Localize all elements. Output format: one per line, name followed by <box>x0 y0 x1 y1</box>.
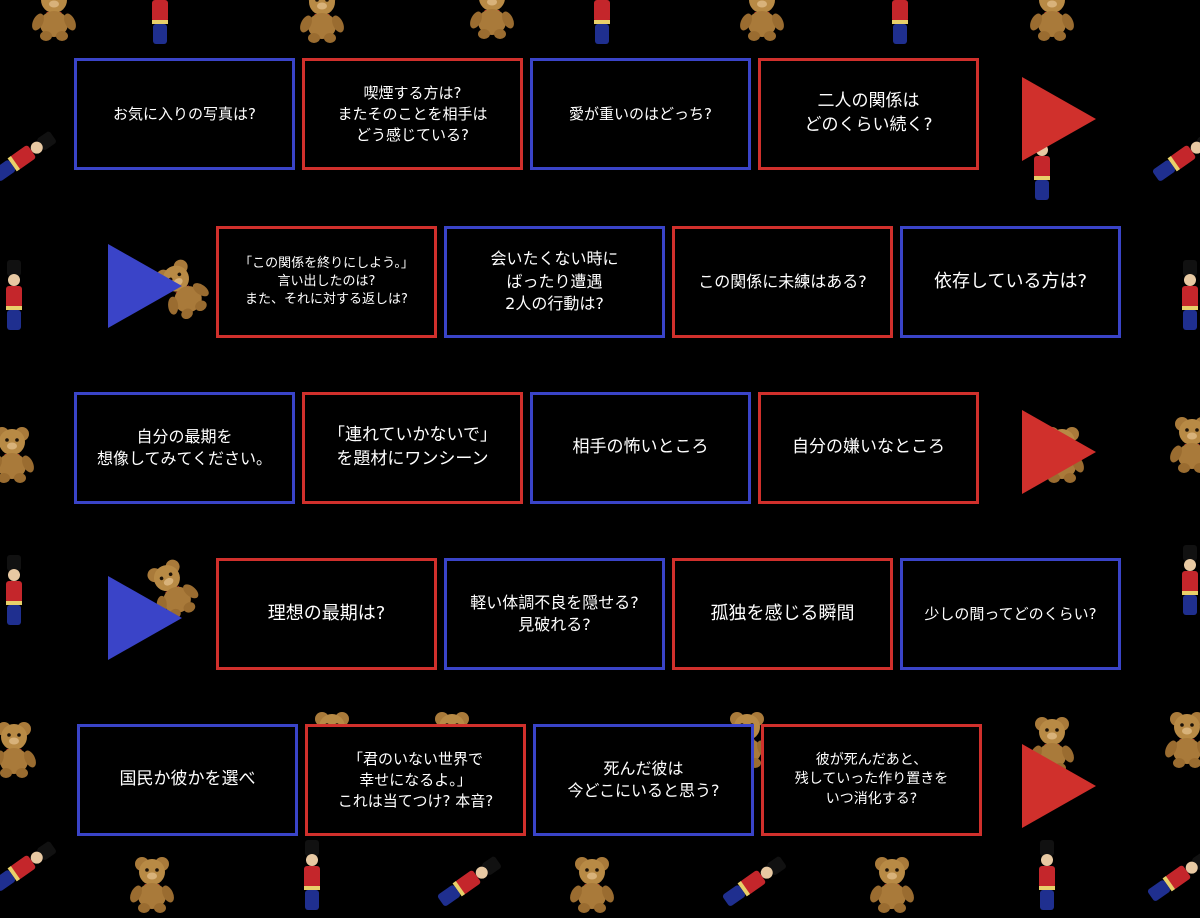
toy-soldier-icon <box>300 840 324 916</box>
teddy-bear-icon <box>0 715 46 783</box>
question-tile[interactable]: 「連れていかないで」 を題材にワンシーン <box>302 392 523 504</box>
play-arrow-icon[interactable] <box>108 576 182 660</box>
question-tile[interactable]: 「この関係を終りにしよう。」 言い出したのは? また、それに対する返しは? <box>216 226 437 338</box>
teddy-bear-icon <box>120 850 184 918</box>
play-arrow-icon[interactable] <box>1022 744 1096 828</box>
question-tile[interactable]: 国民か彼かを選べ <box>77 724 298 836</box>
teddy-bear-icon <box>460 0 524 44</box>
teddy-bear-icon <box>290 0 354 48</box>
play-arrow-icon[interactable] <box>108 244 182 328</box>
teddy-bear-icon <box>860 850 924 918</box>
toy-soldier-icon <box>0 836 60 899</box>
teddy-bear-icon <box>1155 705 1200 773</box>
play-arrow-icon[interactable] <box>1022 77 1096 161</box>
toy-soldier-icon <box>1139 846 1200 909</box>
question-tile[interactable]: 愛が重いのはどっち? <box>530 58 751 170</box>
toy-soldier-icon <box>590 0 614 50</box>
question-tile[interactable]: 理想の最期は? <box>216 558 437 670</box>
question-tile[interactable]: 孤独を感じる瞬間 <box>672 558 893 670</box>
question-tile[interactable]: 会いたくない時に ばったり遭遇 2人の行動は? <box>444 226 665 338</box>
question-tile[interactable]: この関係に未練はある? <box>672 226 893 338</box>
toy-soldier-icon <box>1035 840 1059 916</box>
teddy-bear-icon <box>1020 0 1084 46</box>
question-tile[interactable]: 依存している方は? <box>900 226 1121 338</box>
toy-soldier-icon <box>1178 545 1200 621</box>
toy-soldier-icon <box>148 0 172 50</box>
question-tile[interactable]: 「君のいない世界で 幸せになるよ。」 これは当てつけ? 本音? <box>305 724 526 836</box>
teddy-bear-icon <box>1160 410 1200 478</box>
question-tile[interactable]: 彼が死んだあと、 残していった作り置きを いつ消化する? <box>761 724 982 836</box>
toy-soldier-icon <box>0 126 60 189</box>
question-tile[interactable]: 喫煙する方は? またそのことを相手は どう感じている? <box>302 58 523 170</box>
question-tile[interactable]: お気に入りの写真は? <box>74 58 295 170</box>
teddy-bear-icon <box>730 0 794 46</box>
toy-soldier-icon <box>1144 126 1200 189</box>
toy-soldier-icon <box>2 555 26 631</box>
teddy-bear-icon <box>560 850 624 918</box>
toy-soldier-icon <box>2 260 26 336</box>
toy-soldier-icon <box>1178 260 1200 336</box>
play-arrow-icon[interactable] <box>1022 410 1096 494</box>
question-tile[interactable]: 死んだ彼は 今どこにいると思う? <box>533 724 754 836</box>
toy-soldier-icon <box>429 851 505 914</box>
question-tile[interactable]: 相手の怖いところ <box>530 392 751 504</box>
question-tile[interactable]: 二人の関係は どのくらい続く? <box>758 58 979 170</box>
question-tile[interactable]: 自分の嫌いなところ <box>758 392 979 504</box>
teddy-bear-icon <box>22 0 86 46</box>
toy-soldier-icon <box>888 0 912 50</box>
question-tile[interactable]: 軽い体調不良を隠せる? 見破れる? <box>444 558 665 670</box>
question-tile[interactable]: 少しの間ってどのくらい? <box>900 558 1121 670</box>
teddy-bear-icon <box>0 420 44 488</box>
question-tile[interactable]: 自分の最期を 想像してみてください。 <box>74 392 295 504</box>
toy-soldier-icon <box>714 851 790 914</box>
